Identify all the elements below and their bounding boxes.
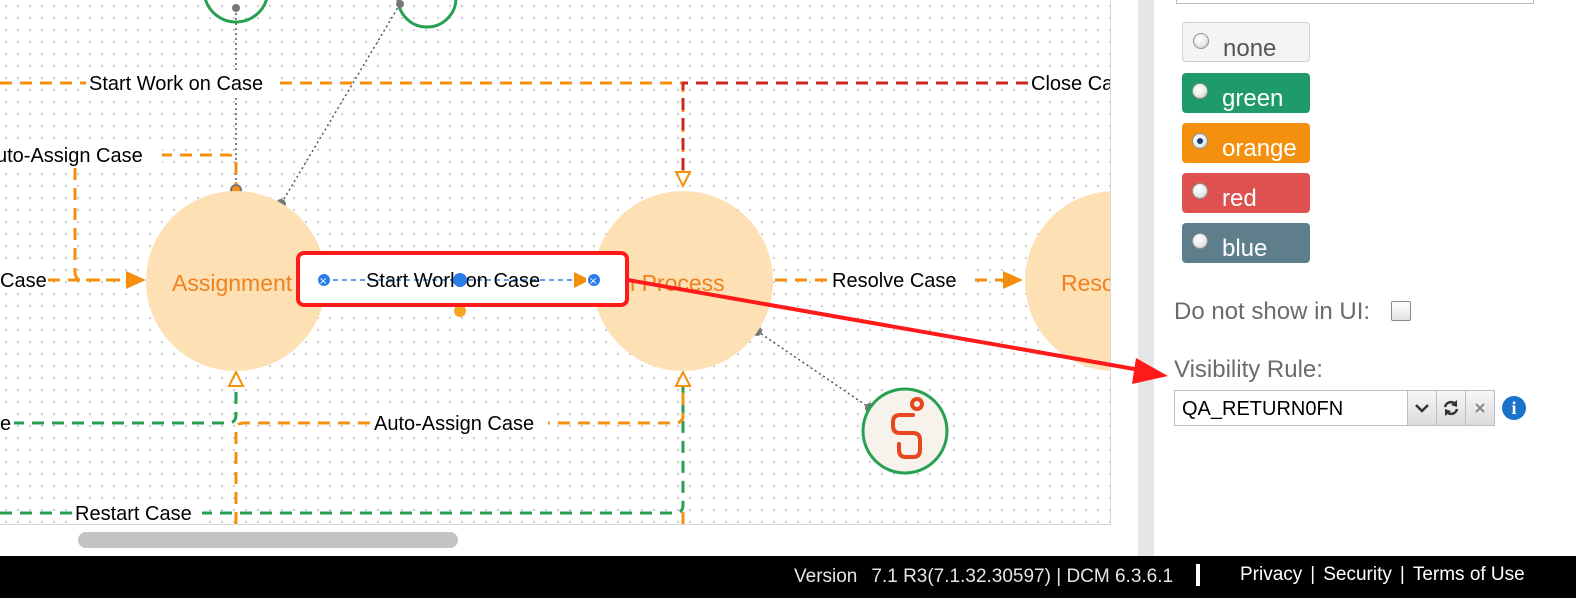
- genesys-logo-icon: [891, 397, 924, 459]
- label-bg: [370, 411, 548, 435]
- connector-line: [280, 3, 401, 205]
- node-assignment[interactable]: [146, 191, 326, 371]
- version-value: 7.1 R3(7.1.32.30597) | DCM 6.3.6.1: [871, 566, 1174, 587]
- edge-label-resolve-case[interactable]: Resolve Case: [832, 270, 957, 292]
- radio-orange[interactable]: [1192, 133, 1208, 149]
- color-option-none[interactable]: none: [1182, 22, 1310, 62]
- node-label-assignment: Assignment: [172, 270, 293, 296]
- footer-links: Privacy | Security | Terms of Use: [1240, 564, 1525, 586]
- edge-label-close-case[interactable]: Close Ca: [1031, 73, 1110, 95]
- hide-in-ui-label: Do not show in UI:: [1174, 298, 1371, 325]
- edge-label-restart-case[interactable]: Restart Case: [75, 503, 192, 524]
- label-bg: [0, 143, 162, 167]
- top-node-partial-1[interactable]: [204, 0, 268, 24]
- clear-icon[interactable]: [1465, 390, 1495, 426]
- privacy-link[interactable]: Privacy: [1240, 564, 1303, 585]
- arrow-marker: [674, 369, 692, 387]
- panel-splitter[interactable]: [1138, 0, 1154, 556]
- label-bg: [0, 411, 14, 435]
- color-option-blue[interactable]: blue: [1182, 223, 1310, 263]
- arrow-marker: [574, 272, 590, 288]
- label-bg: [86, 71, 276, 95]
- security-link[interactable]: Security: [1323, 564, 1392, 585]
- edge-label-selected[interactable]: Start Work on Case: [366, 270, 540, 292]
- radio-blue[interactable]: [1192, 233, 1208, 249]
- arrow-marker: [126, 271, 146, 289]
- label-bg: [1028, 71, 1110, 95]
- color-option-label: red: [1222, 185, 1257, 212]
- properties-panel: none green orange red blue Do not show i…: [1154, 0, 1576, 556]
- node-label-resolved: Reso: [1061, 270, 1110, 296]
- edge-handle[interactable]: [586, 272, 602, 288]
- edge-loop-left[interactable]: [73, 168, 128, 282]
- edge-restart-case[interactable]: [0, 385, 685, 515]
- workflow-diagram[interactable]: Start Work on Case Close Ca uto-Assign C…: [0, 0, 1110, 524]
- edge-midpoint-handle[interactable]: [453, 273, 467, 287]
- color-option-orange[interactable]: orange: [1182, 123, 1310, 163]
- top-field[interactable]: [1176, 0, 1534, 4]
- top-node-partial-2[interactable]: [396, 0, 458, 29]
- radio-green[interactable]: [1192, 83, 1208, 99]
- color-option-label: orange: [1222, 135, 1297, 162]
- terms-link[interactable]: Terms of Use: [1412, 564, 1525, 585]
- edge-auto-assign-top[interactable]: [160, 153, 238, 190]
- connector-dot: [396, 0, 404, 8]
- footer-bar: Version 7.1 R3(7.1.32.30597) | DCM 6.3.6.…: [0, 556, 1576, 598]
- refresh-icon[interactable]: [1436, 390, 1466, 426]
- edge-handle[interactable]: [316, 272, 332, 288]
- footer-divider: [1196, 564, 1200, 586]
- info-icon[interactable]: i: [1502, 396, 1526, 420]
- arrow-marker: [227, 369, 245, 387]
- edge-close-case[interactable]: [681, 81, 1110, 170]
- visibility-rule-input[interactable]: QA_RETURN0FN: [1174, 390, 1408, 426]
- connector-dot: [232, 4, 240, 12]
- workflow-canvas[interactable]: Start Work on Case Close Ca uto-Assign C…: [0, 0, 1111, 525]
- link-separator: |: [1399, 564, 1405, 585]
- radio-red[interactable]: [1192, 183, 1208, 199]
- edge-label-left-cut[interactable]: e: [0, 413, 11, 435]
- edge-label-handle[interactable]: [454, 305, 466, 317]
- node-label-in-process: In Process: [616, 270, 725, 296]
- chevron-down-icon[interactable]: [1407, 390, 1437, 426]
- color-option-red[interactable]: red: [1182, 173, 1310, 213]
- horizontal-scrollbar-thumb[interactable]: [78, 532, 458, 548]
- label-bg: [0, 268, 46, 292]
- color-option-label: green: [1222, 85, 1284, 112]
- handle-x-icon: ×: [319, 276, 327, 287]
- visibility-rule-label: Visibility Rule:: [1174, 356, 1323, 383]
- version-info: Version 7.1 R3(7.1.32.30597) | DCM 6.3.6.…: [794, 566, 1187, 588]
- edge-label-case[interactable]: Case: [0, 270, 47, 292]
- arrow-marker: [674, 171, 692, 189]
- label-bg: [72, 501, 202, 524]
- color-option-label: blue: [1222, 235, 1268, 262]
- edge-label-auto-assign-bottom[interactable]: Auto-Assign Case: [374, 413, 534, 435]
- color-option-label: none: [1223, 35, 1277, 62]
- highlight-box: [296, 251, 629, 307]
- connector-line: [756, 330, 871, 409]
- version-label: Version: [794, 566, 858, 587]
- edge-label-auto-assign-top[interactable]: uto-Assign Case: [0, 145, 143, 167]
- arrow-marker: [1003, 271, 1023, 289]
- hide-in-ui-checkbox[interactable]: [1391, 301, 1411, 321]
- radio-none[interactable]: [1193, 33, 1209, 49]
- edge-auto-assign-bottom[interactable]: [234, 385, 685, 524]
- color-option-green[interactable]: green: [1182, 73, 1310, 113]
- edge-green-left[interactable]: [12, 385, 238, 425]
- edge-label-start-work[interactable]: Start Work on Case: [89, 73, 263, 95]
- link-separator: |: [1310, 564, 1316, 585]
- handle-x-icon: ×: [589, 276, 597, 287]
